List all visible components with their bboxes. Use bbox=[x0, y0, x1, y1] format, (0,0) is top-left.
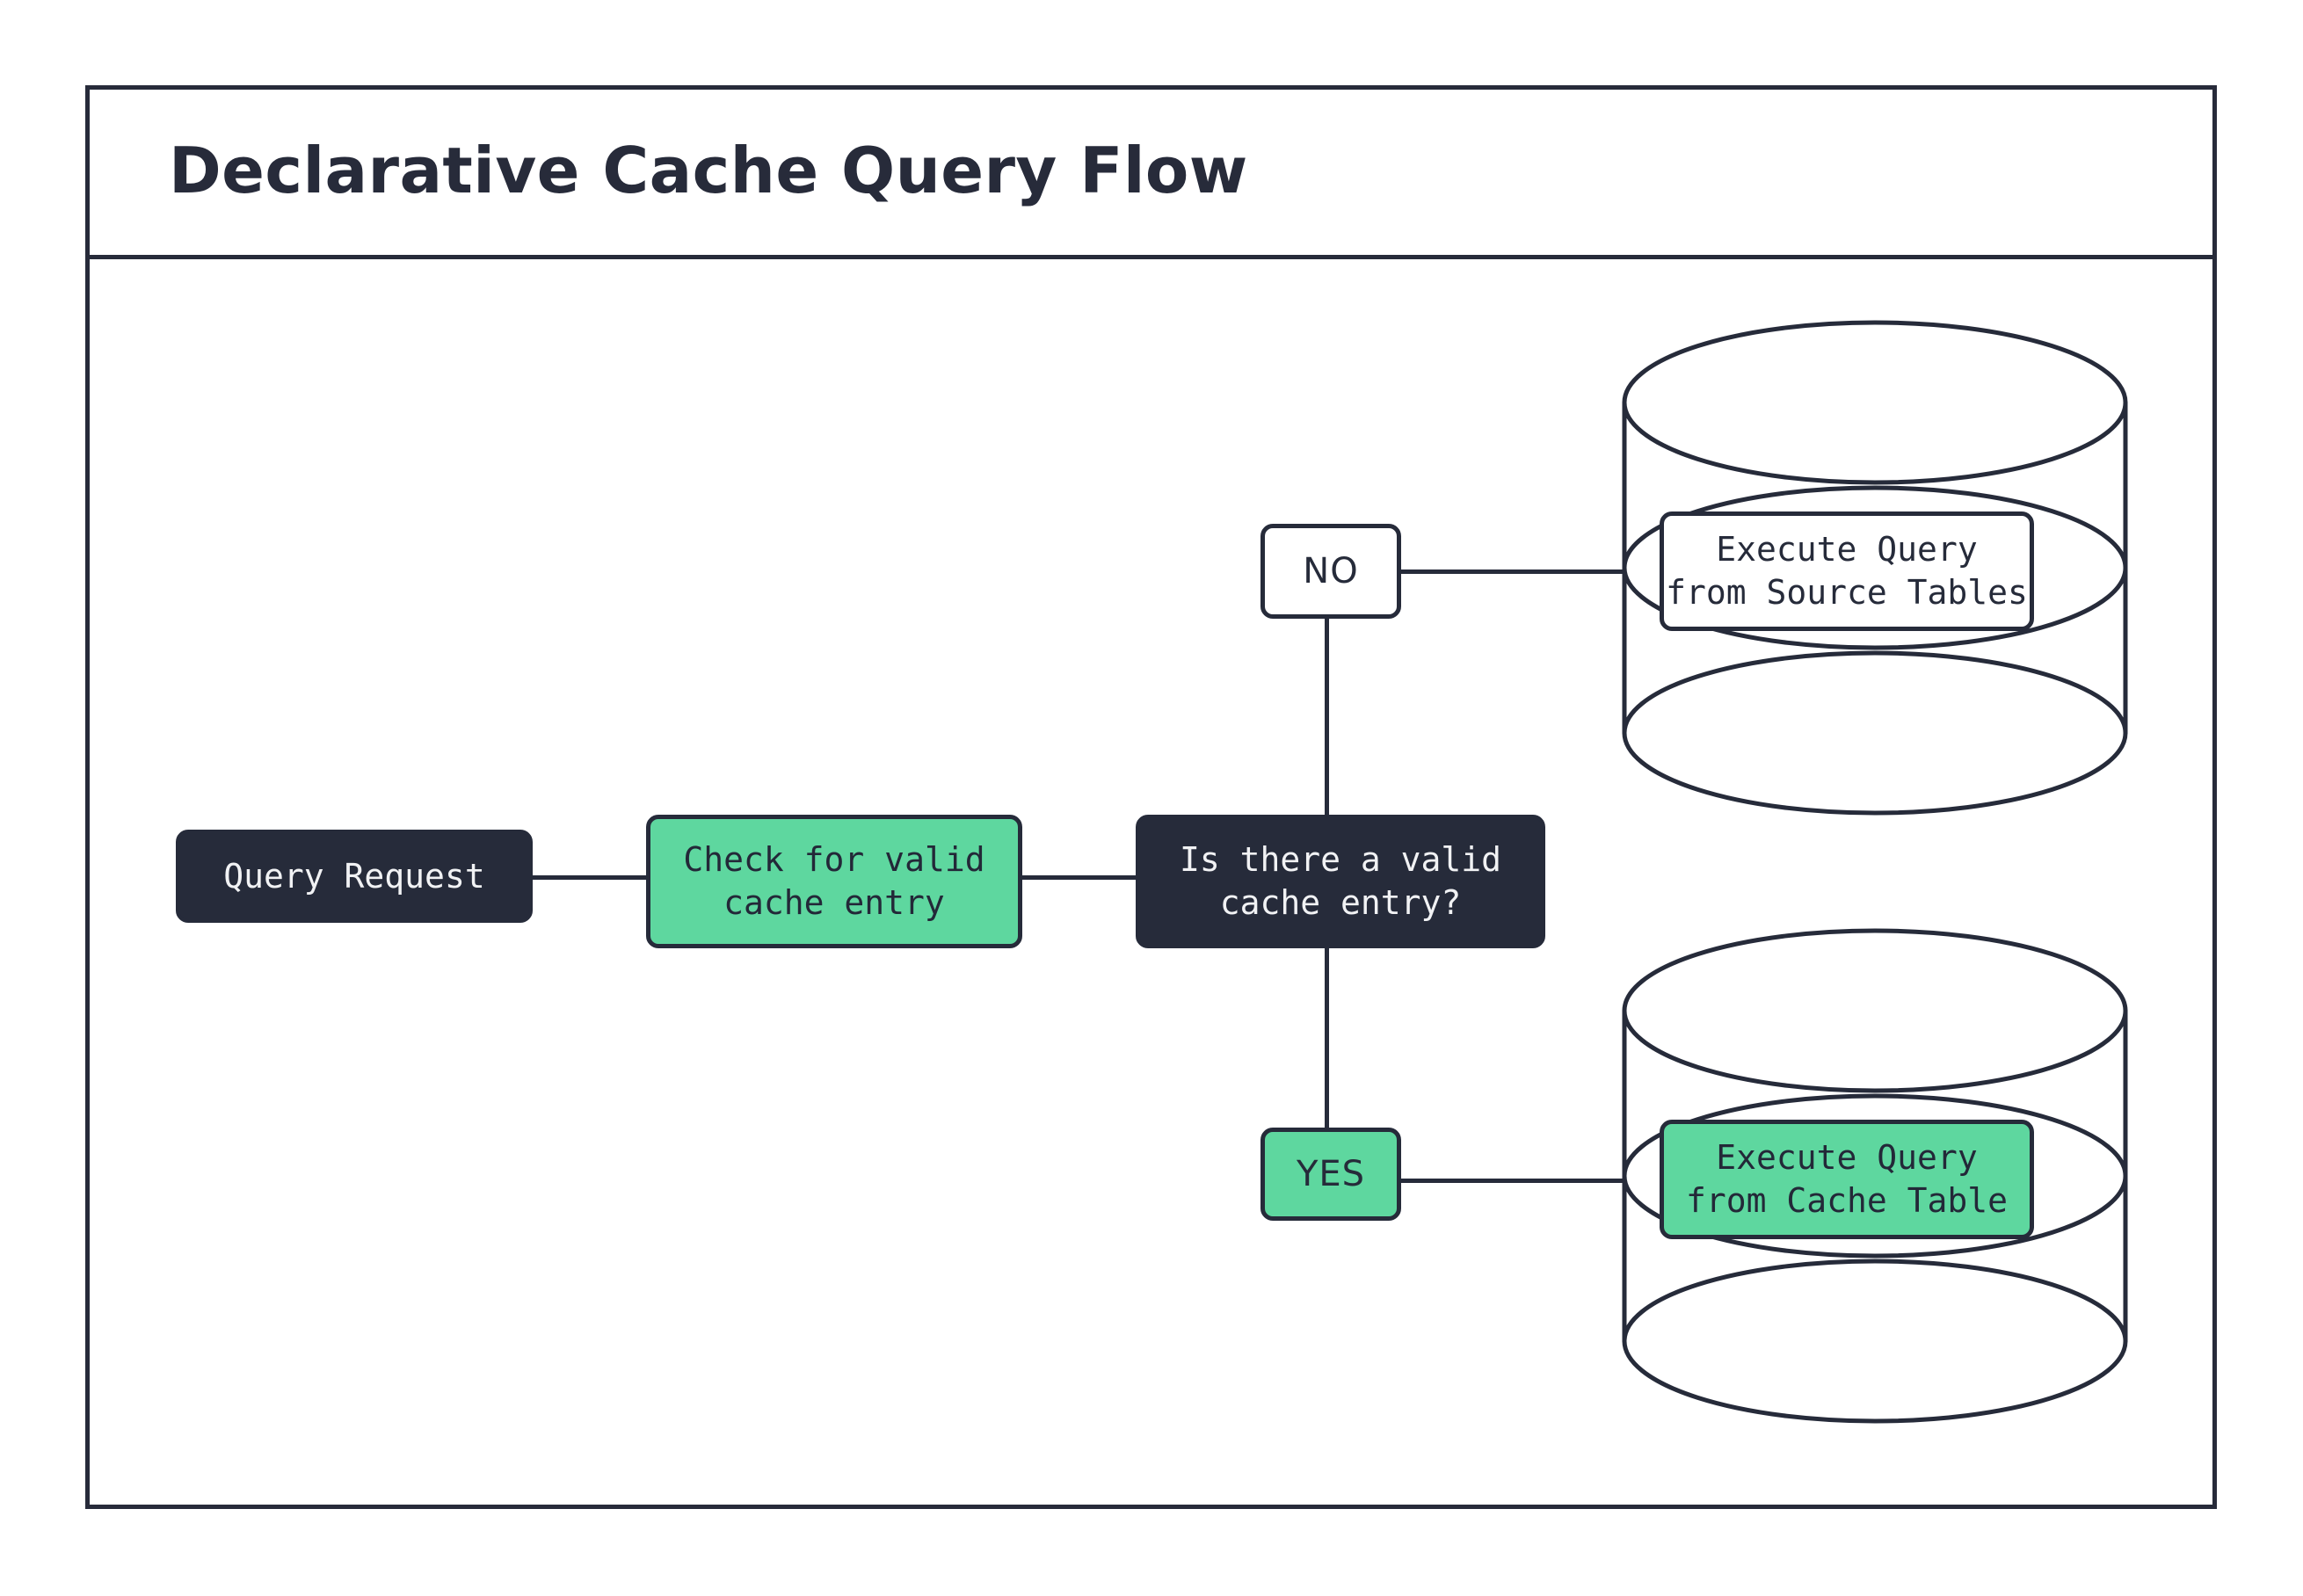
edge-check-cache-to-decision bbox=[1021, 875, 1139, 880]
node-query-request[interactable]: Query Request bbox=[176, 830, 533, 923]
edge-query-request-to-check-cache bbox=[531, 875, 650, 880]
node-execute-query-source-tables[interactable]: Execute Query from Source Tables bbox=[1660, 511, 2034, 631]
edge-decision-to-yes bbox=[1325, 947, 1329, 1131]
node-decision-valid-cache-entry[interactable]: Is there a valid cache entry? bbox=[1136, 815, 1545, 948]
edge-no-to-execute-source bbox=[1398, 569, 1710, 574]
title-band: Declarative Cache Query Flow bbox=[85, 85, 2217, 259]
edge-yes-to-execute-cache bbox=[1398, 1179, 1710, 1183]
node-check-cache-entry[interactable]: Check for valid cache entry bbox=[646, 815, 1022, 948]
edge-decision-to-no bbox=[1325, 615, 1329, 819]
edge-label-no[interactable]: NO bbox=[1260, 524, 1401, 619]
node-execute-query-cache-table[interactable]: Execute Query from Cache Table bbox=[1660, 1120, 2034, 1239]
edge-label-yes[interactable]: YES bbox=[1260, 1128, 1401, 1221]
page-title: Declarative Cache Query Flow bbox=[169, 133, 1248, 207]
